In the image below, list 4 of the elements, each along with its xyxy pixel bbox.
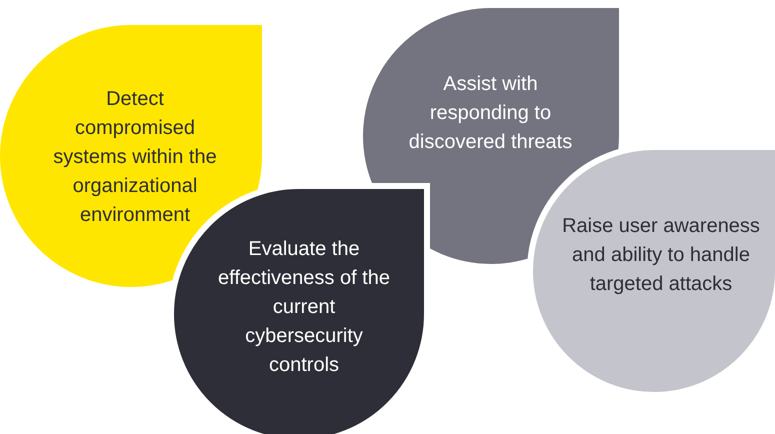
node-text: Detect compromised systems within the organizational environment [52,87,218,228]
node-text: Evaluate the effectiveness of the current cybersecurity controls [217,237,391,378]
node-text: Assist with responding to discovered threats [408,72,573,155]
node-text: Raise user awareness and ability to handle targeted attacks [561,214,761,297]
